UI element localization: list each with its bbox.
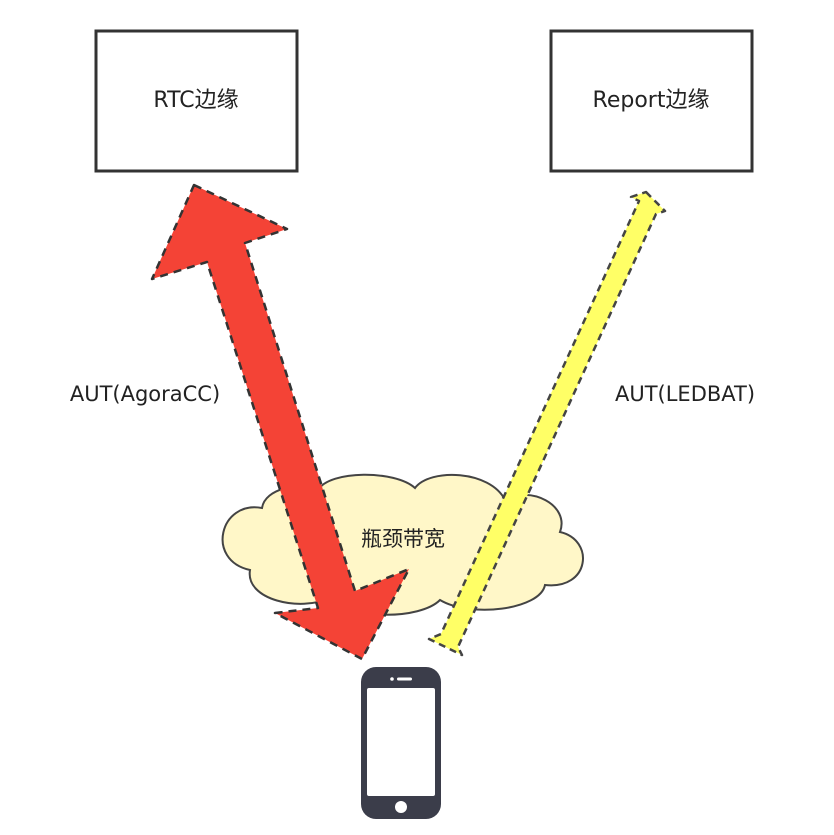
ledbat-arrow [427,190,667,657]
agoracc-label: AUT(AgoraCC) [70,382,220,406]
phone-icon [361,667,441,819]
ledbat-arrow-shape [427,190,667,657]
report-edge-node: Report边缘 [549,29,754,173]
rtc-edge-box [94,29,299,173]
report-edge-box [549,29,754,173]
report-edge-label: Report边缘 [593,88,710,113]
agoracc-arrow-shape [150,183,411,661]
agoracc-arrow [150,183,411,661]
ledbat-label: AUT(LEDBAT) [615,382,755,406]
bottleneck-label: 瓶颈带宽 [361,527,445,551]
phone-home-button [395,801,407,813]
phone-screen [367,688,435,796]
phone-camera [390,677,394,681]
bottleneck-cloud: 瓶颈带宽 [221,473,584,616]
phone-speaker [397,677,412,681]
rtc-edge-label: RTC边缘 [153,88,238,113]
rtc-edge-node: RTC边缘 [94,29,299,173]
